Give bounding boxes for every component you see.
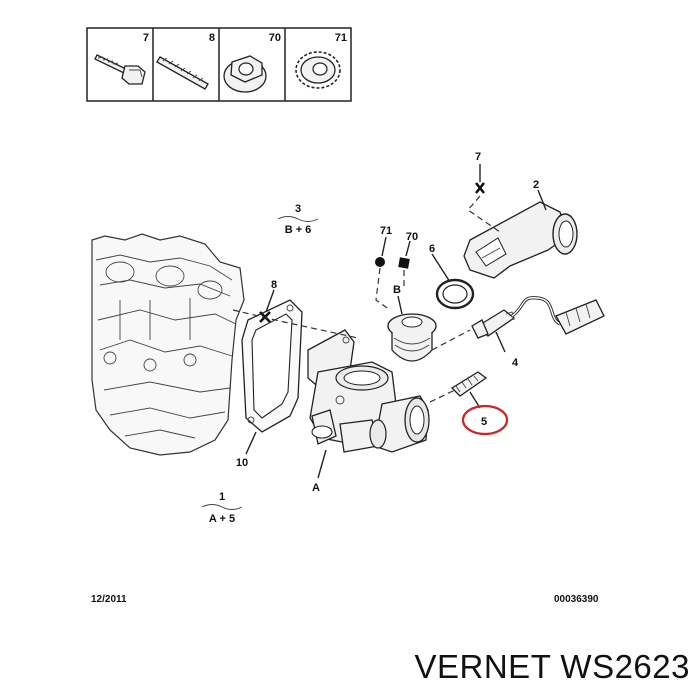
thermostat-b [387,313,437,362]
stud-icon [156,56,209,90]
temperature-sensor-5 [450,371,488,397]
callout-3-sub: B + 6 [285,224,312,236]
legend-number: 71 [335,32,347,44]
callout-1-sub: A + 5 [209,513,235,525]
assembly-lines [232,195,501,403]
callout-3: 3 [295,203,301,215]
washer-71-marker [375,257,385,267]
legend-number: 70 [269,32,281,44]
callout-2: 2 [533,179,539,191]
flange-nut-icon [223,55,267,93]
callout-71: 71 [380,225,392,237]
thermostat-housing [307,329,430,453]
callout-a: A [312,482,320,494]
callout-4: 4 [512,357,519,369]
brand-caption: VERNET WS2623 [414,648,690,685]
seal-6 [435,278,475,310]
gasket-10 [241,299,303,433]
callout-6: 6 [429,243,435,255]
legend-number: 7 [143,32,149,44]
cylinder-head [91,233,245,456]
callout-8: 8 [271,279,277,291]
leader-lines [245,164,547,479]
outlet-pipe-2 [463,201,578,279]
footer-ref: 00036390 [554,594,599,605]
legend-number: 8 [209,32,215,44]
callouts: 2 7 6 71 70 B 4 8 10 A 3 B + 6 1 A + 5 5 [201,151,539,525]
callout-1: 1 [219,491,225,503]
highlight-circle [461,404,509,436]
nut-70-marker [398,257,410,269]
callout-10: 10 [236,457,248,469]
callout-b: B [393,284,401,296]
footer-date: 12/2011 [91,594,127,605]
callout-70: 70 [406,231,418,243]
temperature-sensor-4 [471,296,605,339]
callout-7: 7 [475,151,481,163]
parts-legend: 7 8 70 71 [86,27,352,102]
serrated-washer-icon [295,51,341,89]
bolt-icon [94,54,146,85]
callout-5: 5 [481,416,487,428]
